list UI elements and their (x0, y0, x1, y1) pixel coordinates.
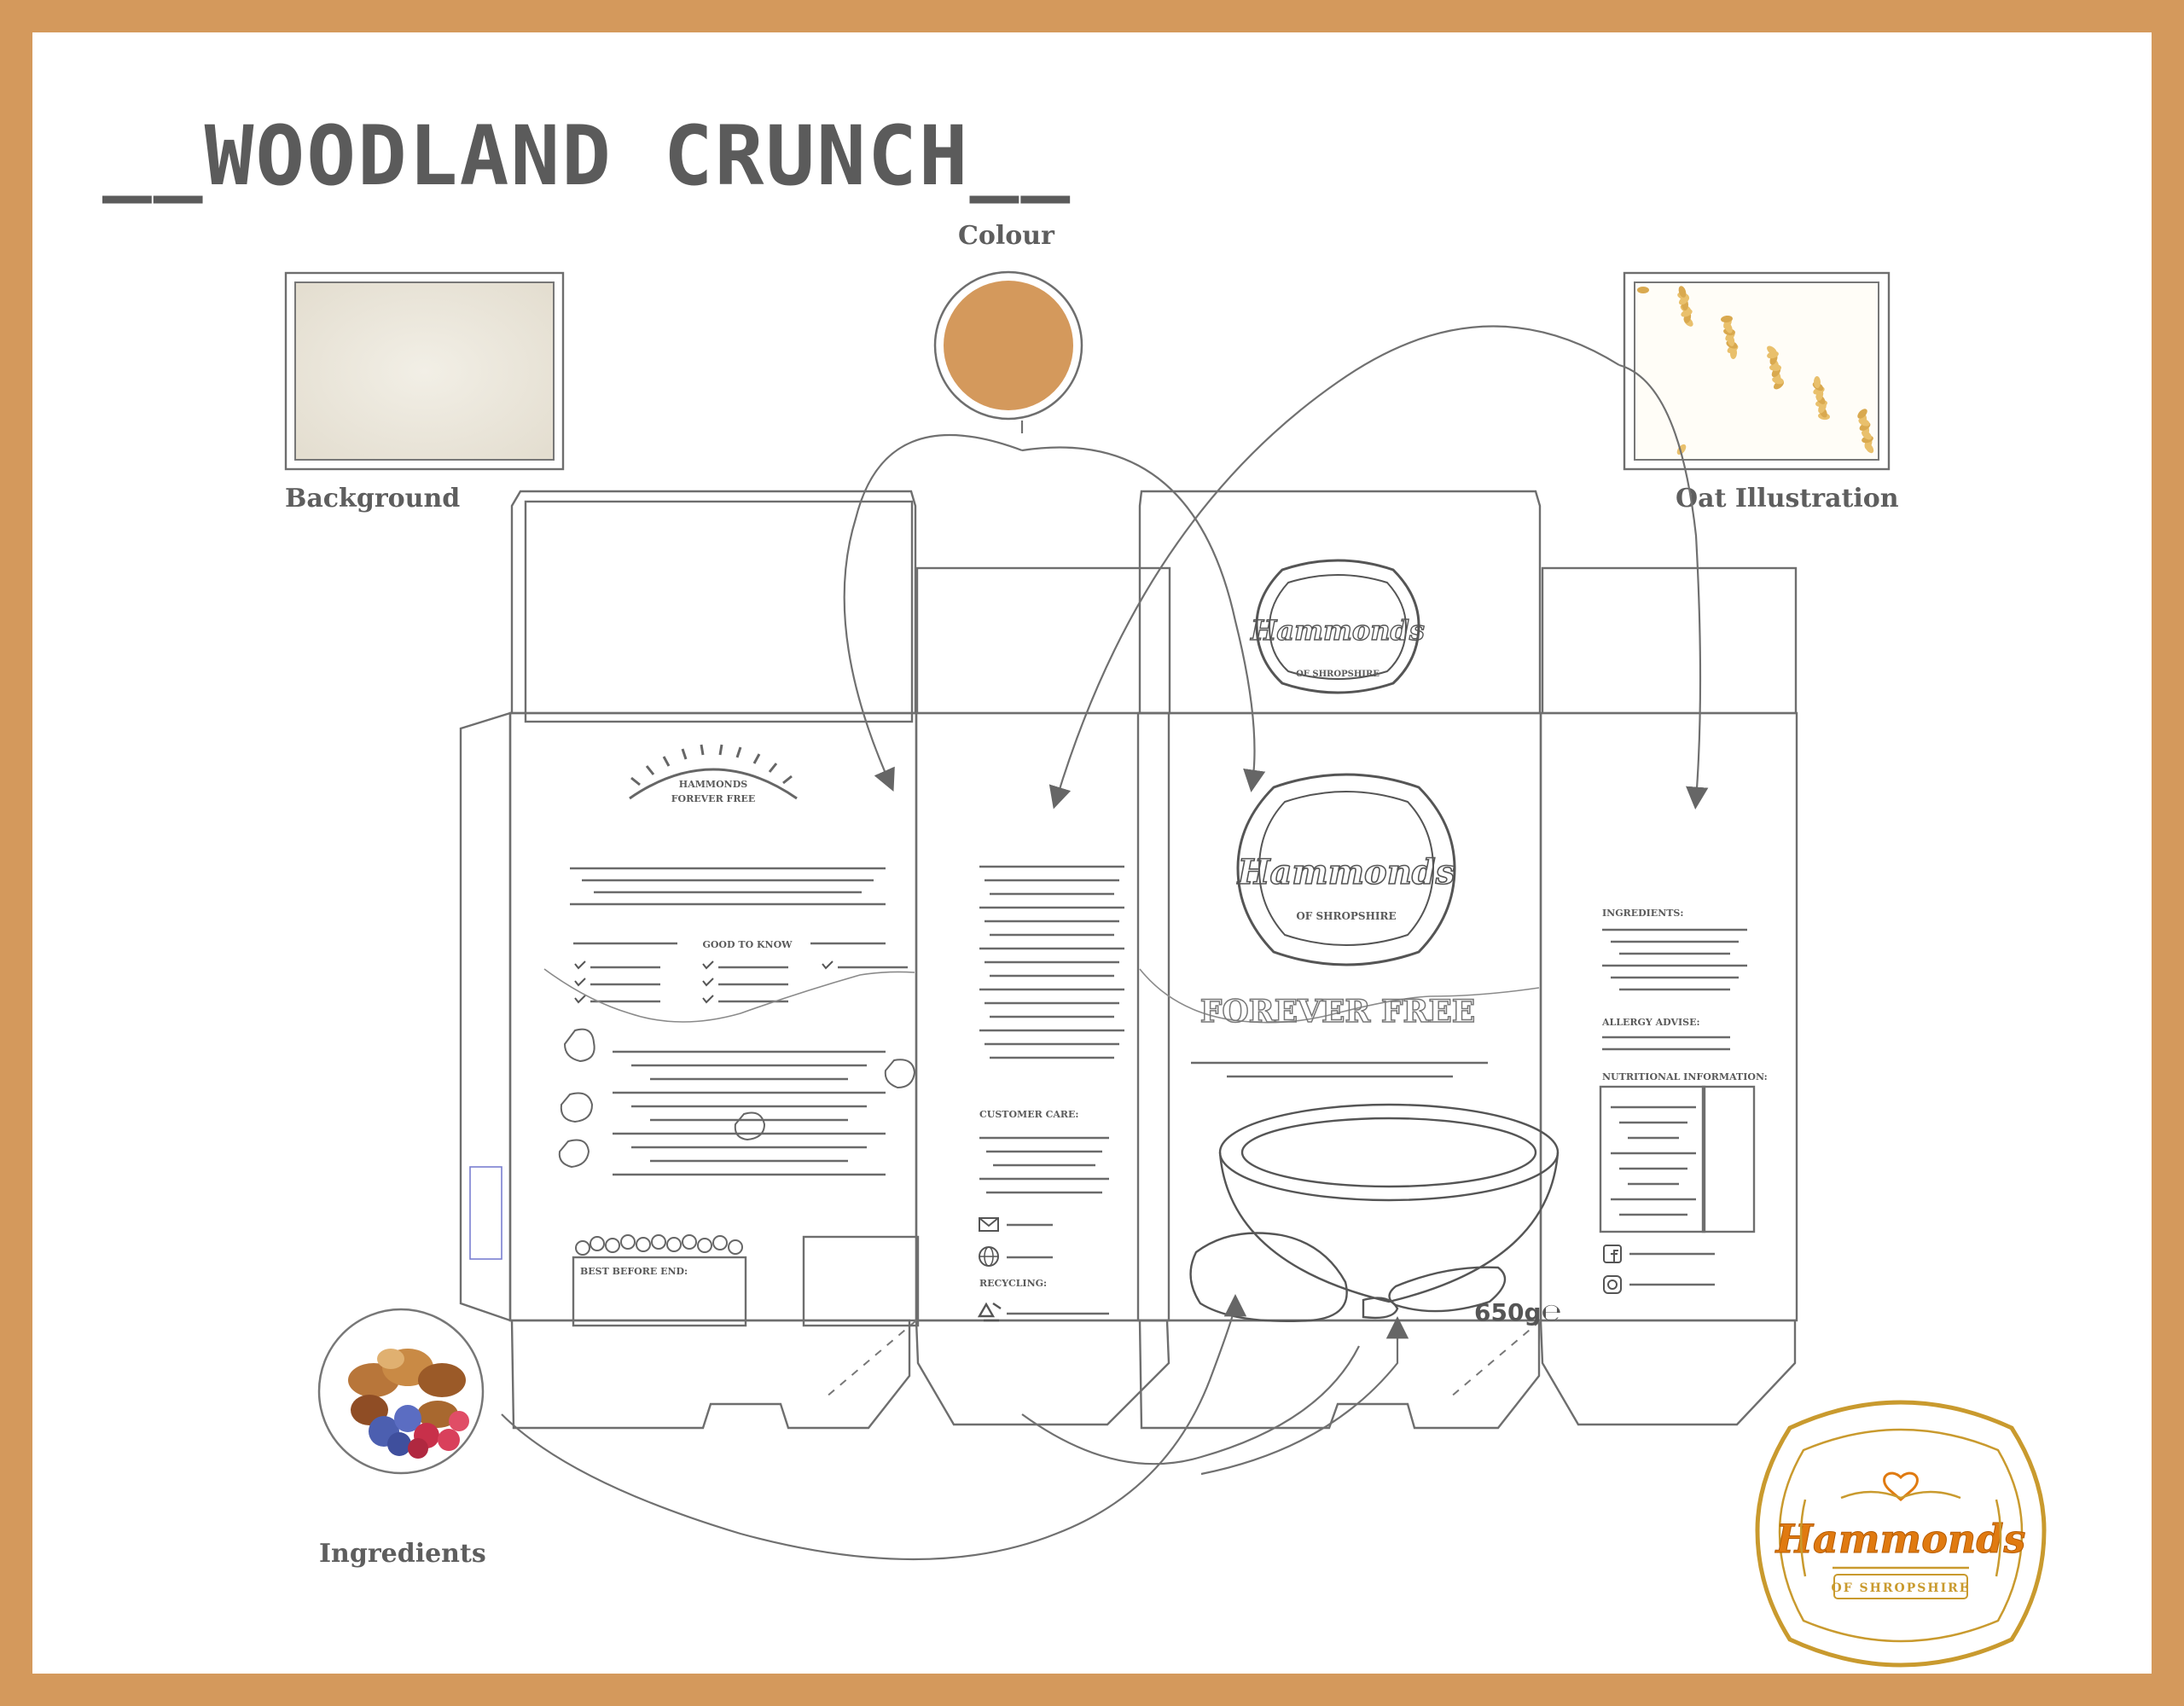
globe-icon (979, 1246, 999, 1267)
box-dieline: HAMMONDS FOREVER FREE GOOD TO KNOW BEST … (459, 490, 1798, 1430)
front-logo: Hammonds OF SHROPSHIRE (1236, 773, 1456, 966)
oat-grain (1857, 409, 1867, 419)
colour-swatch (933, 270, 1083, 421)
background-swatch (284, 271, 565, 471)
allergy-heading: ALLERGY ADVISE: (1601, 1017, 1700, 1028)
check-icon (702, 960, 714, 970)
ingredients-swatch (317, 1308, 485, 1475)
wheat-icon (1799, 1499, 2002, 1577)
facebook-icon (1603, 1245, 1622, 1263)
connector-arrows (501, 325, 1709, 1561)
nut-outlines (558, 1028, 916, 1169)
page-frame: __WOODLAND CRUNCH__ Background Colour Oa… (32, 32, 2152, 1674)
nutrition-heading: NUTRITIONAL INFORMATION: (1602, 1071, 1768, 1082)
customer-care-label: CUSTOMER CARE: (979, 1109, 1078, 1120)
top-flap-logo-sub: OF SHROPSHIRE (1296, 670, 1380, 679)
check-icon (702, 995, 714, 1004)
top-flap-logo: Hammonds OF SHROPSHIRE (1249, 559, 1426, 694)
oat-grain (1767, 345, 1777, 356)
back-brand: HAMMONDS (679, 779, 747, 790)
cereal-bowl (1189, 1103, 1560, 1323)
brand-logo: Hammonds OF SHROPSHIRE (1755, 1400, 2047, 1668)
recycling-label: RECYCLING: (979, 1278, 1047, 1289)
ingredients-label: Ingredients (319, 1539, 486, 1569)
best-before-label: BEST BEFORE END: (580, 1266, 688, 1277)
front-panel: Hammonds OF SHROPSHIRE Hammonds OF SHROP… (1139, 559, 1561, 1326)
instagram-icon (1603, 1275, 1622, 1294)
mail-icon (979, 1217, 999, 1232)
check-icon (574, 978, 586, 987)
back-panel: HAMMONDS FOREVER FREE GOOD TO KNOW BEST … (543, 744, 920, 1327)
front-logo-sub: OF SHROPSHIRE (1296, 910, 1396, 922)
front-tagline: FOREVER FREE (1200, 994, 1475, 1030)
packaging-diagram: __WOODLAND CRUNCH__ Background Colour Oa… (102, 108, 2047, 1668)
colour-label: Colour (958, 221, 1055, 251)
oat-grain (1637, 287, 1649, 293)
side-panel-left: CUSTOMER CARE: RECYCLING: (977, 865, 1124, 1322)
heart-icon (1883, 1471, 1919, 1501)
background-label: Background (285, 484, 460, 514)
check-icon (702, 978, 714, 987)
oat-illustration-label: Oat Illustration (1676, 484, 1899, 514)
oat-grain (1813, 376, 1821, 388)
top-flap-logo-text: Hammonds (1250, 614, 1425, 647)
good-to-know-heading: GOOD TO KNOW (702, 939, 793, 950)
brand-logo-name: Hammonds (1774, 1516, 2026, 1562)
recycle-icon (977, 1302, 1002, 1322)
page-title: __WOODLAND CRUNCH__ (102, 108, 1072, 204)
back-subbrand: FOREVER FREE (671, 793, 756, 804)
front-logo-text: Hammonds (1237, 852, 1455, 892)
ingredients-heading: INGREDIENTS: (1602, 908, 1683, 919)
oat-illustration-swatch (1623, 271, 1891, 471)
check-icon (822, 960, 834, 970)
check-icon (574, 995, 586, 1004)
oat-grain (1721, 315, 1733, 323)
side-panel-right: INGREDIENTS: ALLERGY ADVISE: NUTRITIONAL… (1599, 908, 1768, 1294)
brand-logo-tagline: OF SHROPSHIRE (1832, 1581, 1971, 1595)
check-icon (574, 960, 586, 970)
oat-grain (1678, 286, 1687, 298)
wheat-icon (629, 744, 798, 800)
net-weight: 650g℮ (1474, 1298, 1561, 1326)
oat-cluster (575, 1234, 743, 1256)
nuts-berries-image (348, 1349, 469, 1459)
